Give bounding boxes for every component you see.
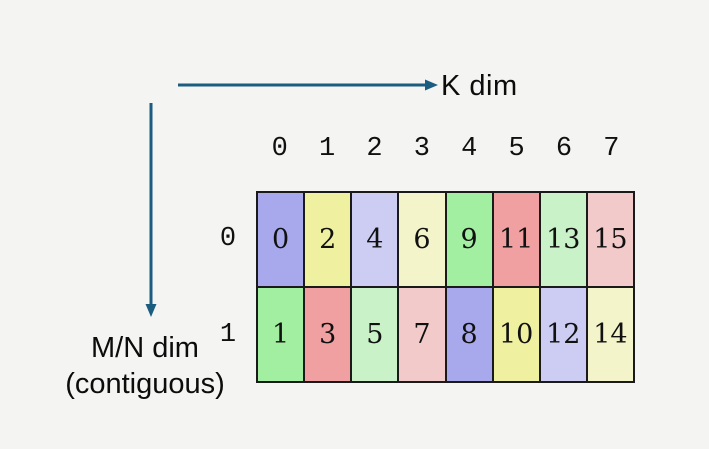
- matrix-cell: 4: [352, 193, 398, 286]
- matrix-cell: 15: [587, 193, 633, 286]
- matrix-cell: 12: [540, 288, 586, 381]
- row-header: 0: [219, 224, 237, 254]
- column-header: 7: [603, 134, 620, 164]
- matrix-cell: 5: [352, 288, 398, 381]
- matrix-cell: 11: [493, 193, 539, 286]
- matrix-cell: 7: [399, 288, 445, 381]
- column-header: 5: [508, 134, 525, 164]
- matrix-cell: 9: [446, 193, 492, 286]
- column-header: 4: [461, 134, 478, 164]
- mn-dim-axis-label-line2: (contiguous): [65, 368, 225, 400]
- column-header: 3: [413, 134, 430, 164]
- k-dim-axis-label: K dim: [441, 70, 518, 102]
- column-header: 6: [555, 134, 573, 164]
- mn-dim-axis-label: M/N dim (contiguous): [37, 330, 253, 402]
- matrix-cell: 2: [305, 193, 351, 286]
- matrix-cell: 1: [258, 288, 304, 381]
- row-header: 1: [219, 320, 237, 350]
- mn-dim-axis-label-line1: M/N dim: [91, 332, 199, 364]
- k-dim-arrow-icon: [178, 79, 438, 91]
- matrix-cell: 0: [258, 193, 304, 286]
- column-header: 1: [318, 134, 336, 164]
- matrix-cell: 14: [587, 288, 633, 381]
- matrix-cell: 10: [493, 288, 539, 381]
- mn-dim-arrow-icon: [145, 103, 157, 317]
- matrix-cell: 13: [540, 193, 586, 286]
- matrix-cell: 3: [305, 288, 351, 381]
- column-header: 0: [271, 134, 288, 164]
- matrix-cell: 6: [399, 193, 445, 286]
- column-header: 2: [366, 134, 383, 164]
- matrix-cell: 8: [446, 288, 492, 381]
